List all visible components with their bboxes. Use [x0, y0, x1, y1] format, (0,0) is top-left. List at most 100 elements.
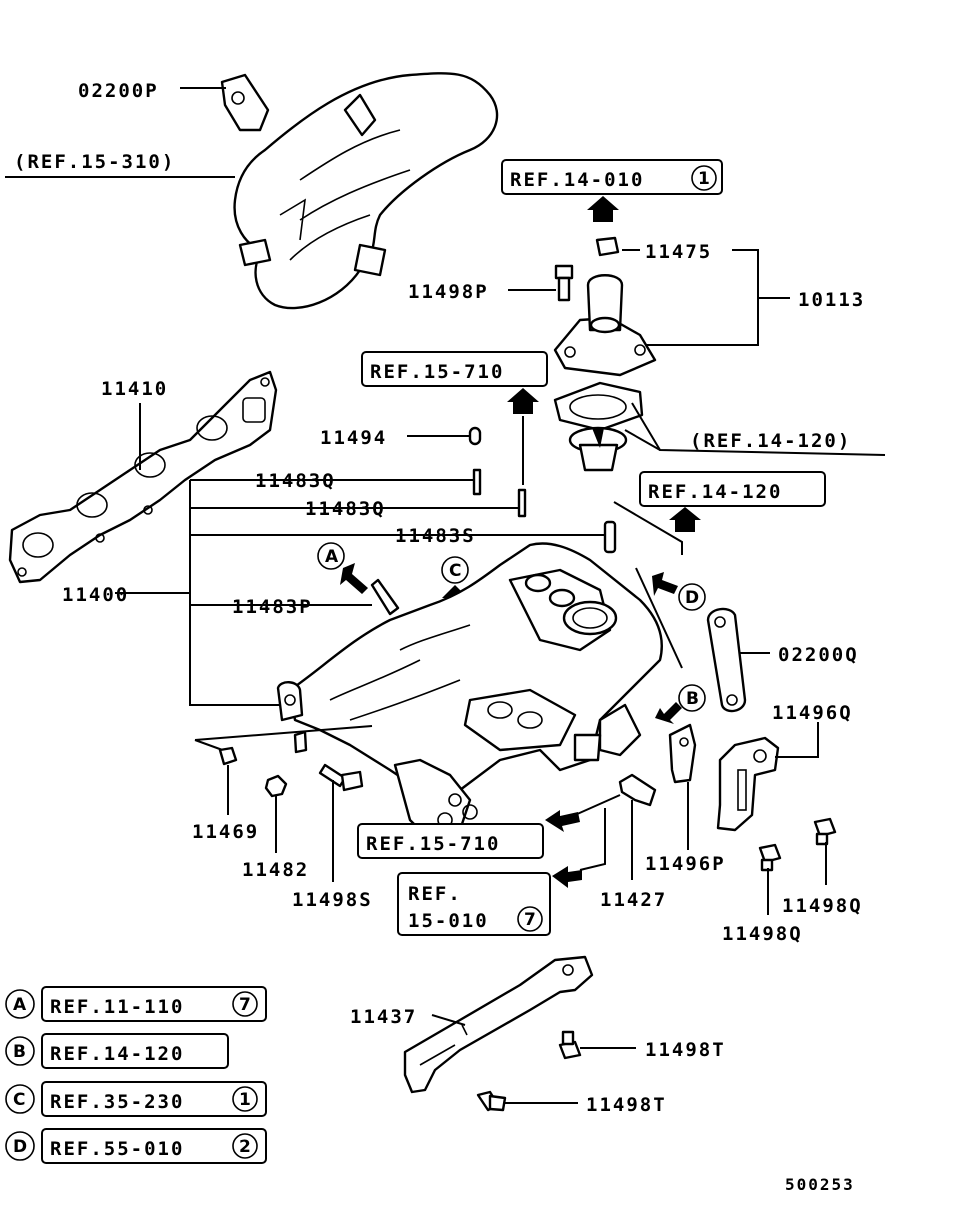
label-11483S: 11483S — [395, 525, 476, 547]
intake-manifold-drawing — [276, 542, 663, 842]
legend-A-ref: REF.11-110 — [50, 996, 184, 1018]
legend-row-B[interactable]: B REF.14-120 — [5, 1033, 229, 1069]
marker-D[interactable] — [678, 583, 706, 611]
pin-11483Q-b-drawing — [517, 488, 527, 518]
legend-C-num: 1 — [239, 1090, 251, 1110]
label-10113: 10113 — [798, 289, 865, 311]
label-11498S: 11498S — [292, 889, 373, 911]
arrow-D-icon — [652, 572, 678, 596]
label-11410: 11410 — [101, 378, 168, 400]
arrow-A-icon — [340, 563, 368, 594]
exhaust-manifold-drawing — [233, 72, 499, 310]
ref-14-010-number: 1 — [698, 169, 710, 189]
nut-11469-drawing — [218, 746, 238, 766]
label-02200P: 02200P — [78, 80, 159, 102]
arrow-up-icon — [587, 196, 619, 222]
label-11483Q-a: 11483Q — [255, 470, 336, 492]
label-ref-15-310: (REF.15-310) — [14, 151, 175, 173]
nut-11482-drawing — [264, 774, 288, 798]
label-11498Q-a: 11498Q — [722, 923, 803, 945]
label-11482: 11482 — [242, 859, 309, 881]
ref-15-710-bottom-text: REF.15-710 — [366, 833, 500, 855]
legend-row-A[interactable]: A REF.11-110 7 — [5, 986, 267, 1022]
label-ref-14-120-paren: (REF.14-120) — [690, 430, 851, 452]
arrow-left-icon — [545, 810, 580, 832]
ref-box-15-710-bottom[interactable] — [357, 823, 544, 859]
marker-C-text: C — [449, 561, 461, 581]
marker-B-text: B — [686, 689, 699, 709]
arrow-up-icon — [669, 507, 701, 532]
pin-11494-drawing — [468, 426, 482, 446]
ref-15-710-top-text: REF.15-710 — [370, 361, 504, 383]
label-11427: 11427 — [600, 889, 667, 911]
marker-A[interactable] — [317, 542, 345, 570]
legend-row-D[interactable]: D REF.55-010 2 — [5, 1128, 267, 1164]
legend-C-ref: REF.35-230 — [50, 1091, 184, 1113]
bolt-11498S-drawing — [318, 763, 364, 792]
legend-D-ref: REF.55-010 — [50, 1138, 184, 1160]
marker-B[interactable] — [678, 684, 706, 712]
bolt-11498P-drawing — [554, 264, 574, 302]
diagram-code: 500253 — [785, 1175, 855, 1194]
bolt-11498Q-b-drawing — [813, 817, 837, 846]
marker-C[interactable] — [441, 556, 469, 584]
legend-C-key: C — [13, 1090, 25, 1110]
legend-D-num: 2 — [239, 1137, 251, 1157]
bolt-11498Q-a-drawing — [758, 843, 782, 872]
label-02200Q: 02200Q — [778, 644, 859, 666]
manifold-gasket-11410-drawing — [8, 370, 278, 584]
label-11483P: 11483P — [232, 596, 313, 618]
thermostat-drawing — [568, 426, 628, 472]
cap-11475-drawing — [595, 236, 620, 257]
label-11400: 11400 — [62, 584, 129, 606]
legend-D-key: D — [13, 1137, 27, 1157]
ref-15-010-number: 7 — [524, 910, 536, 930]
pin-11483S-drawing — [603, 520, 617, 554]
ref-15-010-line2: 15-010 — [408, 910, 489, 932]
ref-box-14-120[interactable] — [639, 471, 826, 507]
legend: A REF.11-110 7 B REF.14-120 C REF.35-230… — [5, 986, 267, 1164]
label-11498T-b: 11498T — [586, 1094, 667, 1116]
bracket-02200P-drawing — [220, 73, 270, 132]
circle-1 — [691, 165, 717, 191]
ref-box-14-010[interactable] — [501, 159, 723, 195]
arrow-B-icon — [655, 702, 682, 724]
label-11498Q-b: 11498Q — [782, 895, 863, 917]
ref-box-15-710-top[interactable] — [361, 351, 548, 387]
label-11469: 11469 — [192, 821, 259, 843]
stud-11483P-drawing — [370, 578, 400, 616]
marker-A-text: A — [325, 547, 339, 567]
arrow-up-icon — [507, 388, 539, 414]
ref-15-010-line1: REF. — [408, 883, 462, 905]
sensor-11427-drawing — [618, 773, 657, 807]
ref-14-010-text: REF.14-010 — [510, 169, 644, 191]
gasket-drawing — [553, 381, 644, 432]
label-11496Q: 11496Q — [772, 702, 853, 724]
legend-row-C[interactable]: C REF.35-230 1 — [5, 1081, 267, 1117]
label-11496P: 11496P — [645, 853, 726, 875]
label-11475: 11475 — [645, 241, 712, 263]
legend-A-key: A — [13, 995, 27, 1015]
label-11498T-a: 11498T — [645, 1039, 726, 1061]
bolt-11498T-b-drawing — [476, 1090, 507, 1112]
bolt-11498T-a-drawing — [558, 1030, 582, 1060]
marker-D-text: D — [685, 588, 699, 608]
ref-14-120-text: REF.14-120 — [648, 481, 782, 503]
arrow-left-icon — [552, 866, 582, 888]
label-11437: 11437 — [350, 1006, 417, 1028]
label-11498P: 11498P — [408, 281, 489, 303]
bracket-11496Q-drawing — [716, 736, 780, 832]
circle-7 — [517, 906, 543, 932]
label-11483Q-b: 11483Q — [305, 498, 386, 520]
label-11494: 11494 — [320, 427, 387, 449]
bracket-11496P-drawing — [668, 723, 697, 784]
legend-A-num: 7 — [239, 995, 251, 1015]
ref-box-15-010[interactable] — [397, 872, 551, 936]
pin-11483Q-drawing — [472, 468, 482, 496]
bracket-02200Q-drawing — [706, 607, 747, 713]
water-outlet-drawing — [553, 274, 657, 377]
bracket-11437-drawing — [403, 955, 594, 1094]
legend-B-ref: REF.14-120 — [50, 1043, 184, 1065]
legend-B-key: B — [13, 1042, 26, 1062]
